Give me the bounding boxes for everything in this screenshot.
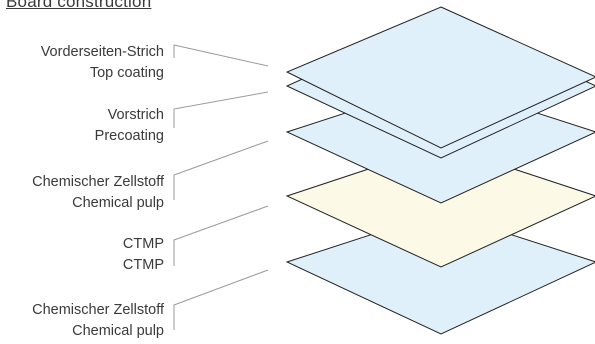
diagram-title: Board construction <box>6 0 152 11</box>
leader-precoating <box>173 91 269 128</box>
leader-top-coating <box>173 44 269 67</box>
label-de: CTMP <box>122 236 164 252</box>
label-de: Vorstrich <box>107 107 164 123</box>
label-de: Chemischer Zellstoff <box>32 174 164 190</box>
layer-chemical-pulp-bottom <box>285 211 595 335</box>
leader-chemical-pulp-1 <box>173 140 269 200</box>
label-en: Chemical pulp <box>72 195 164 211</box>
label-en: Precoating <box>94 128 164 144</box>
leader-ctmp <box>173 205 269 266</box>
layer-top-coating <box>285 6 595 149</box>
layer-ctmp <box>285 144 595 268</box>
label-chemical-pulp-2: Chemischer Zellstoff Chemical pulp <box>0 300 164 342</box>
label-chemical-pulp-1: Chemischer Zellstoff Chemical pulp <box>0 172 164 214</box>
label-precoating: Vorstrich Precoating <box>0 105 164 147</box>
leader-lines <box>173 44 269 330</box>
label-en: CTMP <box>122 257 164 273</box>
label-de: Chemischer Zellstoff <box>32 302 164 318</box>
label-en: Top coating <box>89 65 164 81</box>
label-de: Vorderseiten-Strich <box>40 44 164 60</box>
label-ctmp: CTMP CTMP <box>0 234 164 276</box>
label-top-coating: Vorderseiten-Strich Top coating <box>0 42 164 84</box>
leader-chemical-pulp-2 <box>173 269 269 330</box>
label-en: Chemical pulp <box>72 323 164 339</box>
